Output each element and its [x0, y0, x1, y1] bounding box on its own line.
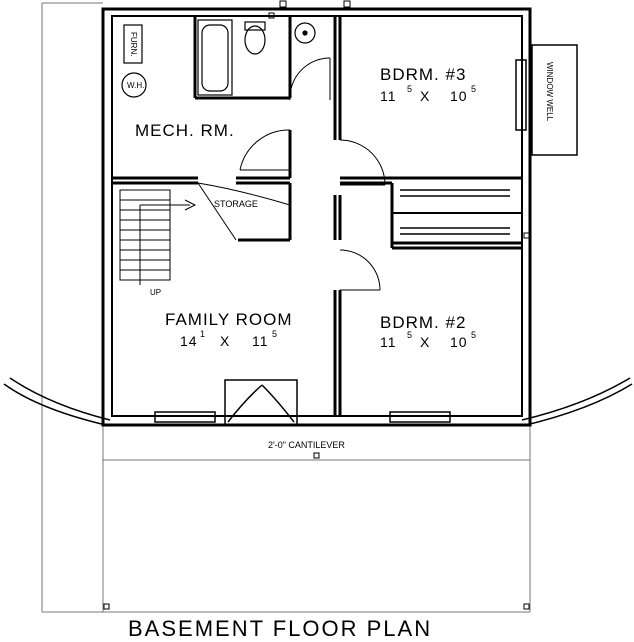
family-width-ft: 14 — [180, 333, 198, 349]
family-room-name: FAMILY ROOM — [165, 310, 293, 329]
sink — [294, 22, 316, 44]
water-heater-circle — [121, 72, 147, 98]
closet-doors — [392, 189, 522, 235]
window-well — [531, 44, 578, 156]
bdrm2-width-ft: 11 — [380, 334, 397, 350]
windows — [154, 44, 578, 423]
bdrm3-label-group: BDRM. #3 11 5 X 10 5 — [380, 65, 476, 104]
furnace-box — [123, 24, 143, 64]
bdrm3-name: BDRM. #3 — [380, 65, 466, 84]
door-swings — [197, 57, 386, 291]
mech-fixtures — [121, 24, 147, 98]
water-heater-label: W.H. — [127, 81, 144, 90]
cantilever-label: 2'-0" CANTILEVER — [268, 440, 345, 450]
toilet — [244, 25, 266, 55]
family-room-patio-door[interactable] — [224, 379, 298, 426]
mech-room-label: MECH. RM. — [135, 121, 235, 140]
bdrm3-length-ft: 10 — [450, 88, 468, 104]
family-sep: X — [220, 333, 230, 349]
storage-label: STORAGE — [214, 199, 258, 209]
bdrm2-length-ft: 10 — [450, 334, 468, 350]
upper-floor-outline — [41, 2, 531, 613]
deck-arcs — [3, 377, 633, 427]
stairs[interactable] — [119, 189, 197, 285]
bathroom-fixtures — [197, 19, 316, 96]
exterior-walls — [101, 7, 532, 427]
bdrm2-width-in: 5 — [407, 330, 412, 340]
bdrm3-width-ft: 11 — [380, 88, 397, 104]
furnace-label: FURN. — [129, 32, 138, 56]
interior-walls — [112, 16, 522, 416]
window-well-label: WINDOW WELL — [545, 62, 554, 122]
family-width-in: 1 — [200, 329, 205, 339]
bathtub — [197, 19, 233, 96]
bdrm2-name: BDRM. #2 — [380, 313, 466, 332]
family-length-in: 5 — [272, 329, 277, 339]
bdrm2-length-in: 5 — [471, 330, 476, 340]
bdrm3-sep: X — [420, 88, 430, 104]
plan-title: BASEMENT FLOOR PLAN — [128, 616, 432, 641]
bdrm3-width-in: 5 — [407, 84, 412, 94]
markers — [103, 0, 530, 610]
bdrm2-label-group: BDRM. #2 11 5 X 10 5 — [380, 313, 476, 350]
bdrm3-length-in: 5 — [471, 84, 476, 94]
family-room-label-group: FAMILY ROOM 14 1 X 11 5 — [165, 310, 293, 349]
stairs-up-label: UP — [150, 288, 161, 297]
bdrm2-sep: X — [420, 334, 430, 350]
family-length-ft: 11 — [252, 333, 269, 349]
